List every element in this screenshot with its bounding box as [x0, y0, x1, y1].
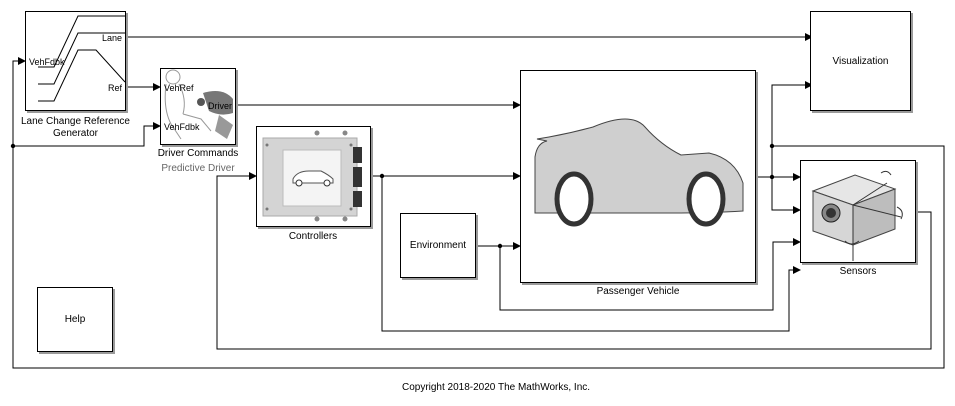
driver-commands-sublabel: Predictive Driver: [161, 163, 235, 174]
help-text: Help: [64, 314, 86, 325]
lane-change-icon: [38, 15, 125, 102]
passenger-vehicle-label: Passenger Vehicle: [596, 286, 680, 297]
port-vehfdbk: VehFdbk: [164, 122, 200, 132]
passenger-vehicle-block[interactable]: [520, 70, 756, 283]
car-icon: [534, 118, 744, 227]
controllers-block[interactable]: [256, 126, 371, 227]
driver-commands-block[interactable]: VehRef VehFdbk Driver: [160, 68, 236, 145]
driver-commands-label: Driver Commands: [157, 148, 239, 159]
help-block[interactable]: Help: [37, 287, 113, 352]
sensors-block[interactable]: [800, 160, 916, 263]
line-feedback-loop: [12, 57, 945, 369]
sensors-label: Sensors: [839, 266, 877, 277]
port-vehref: VehRef: [164, 83, 194, 93]
line-sensors-to-controllers: [216, 172, 932, 350]
port-driver: Driver: [208, 101, 232, 111]
junction-dot: [769, 143, 775, 149]
junction-dot: [10, 143, 16, 149]
port-ref: Ref: [107, 83, 122, 93]
lane-change-reference-generator-block[interactable]: VehFdbk Lane Ref: [25, 11, 126, 111]
line-controllers-to-sensors: [381, 176, 801, 332]
junction-dot: [379, 173, 385, 179]
line-environment-to-sensors: [499, 238, 801, 311]
environment-text: Environment: [409, 240, 467, 251]
port-lane: Lane: [101, 33, 122, 43]
sensor-icon: [811, 170, 903, 261]
controllers-label: Controllers: [288, 231, 338, 242]
junction-dot: [769, 174, 775, 180]
copyright-text: Copyright 2018-2020 The MathWorks, Inc.: [401, 382, 591, 393]
junction-dot: [497, 243, 503, 249]
visualization-block[interactable]: Visualization: [810, 11, 911, 111]
lane-change-label: Lane Change Reference Generator: [21, 116, 130, 139]
port-vehfdbk: VehFdbk: [29, 57, 65, 67]
line-vehicle-to-sensors-lower: [771, 177, 801, 214]
line-feedback-to-driver: [13, 122, 161, 147]
environment-block[interactable]: Environment: [400, 213, 476, 278]
visualization-text: Visualization: [832, 56, 889, 67]
driver-icon: [164, 69, 233, 140]
controller-icon: [262, 130, 362, 222]
